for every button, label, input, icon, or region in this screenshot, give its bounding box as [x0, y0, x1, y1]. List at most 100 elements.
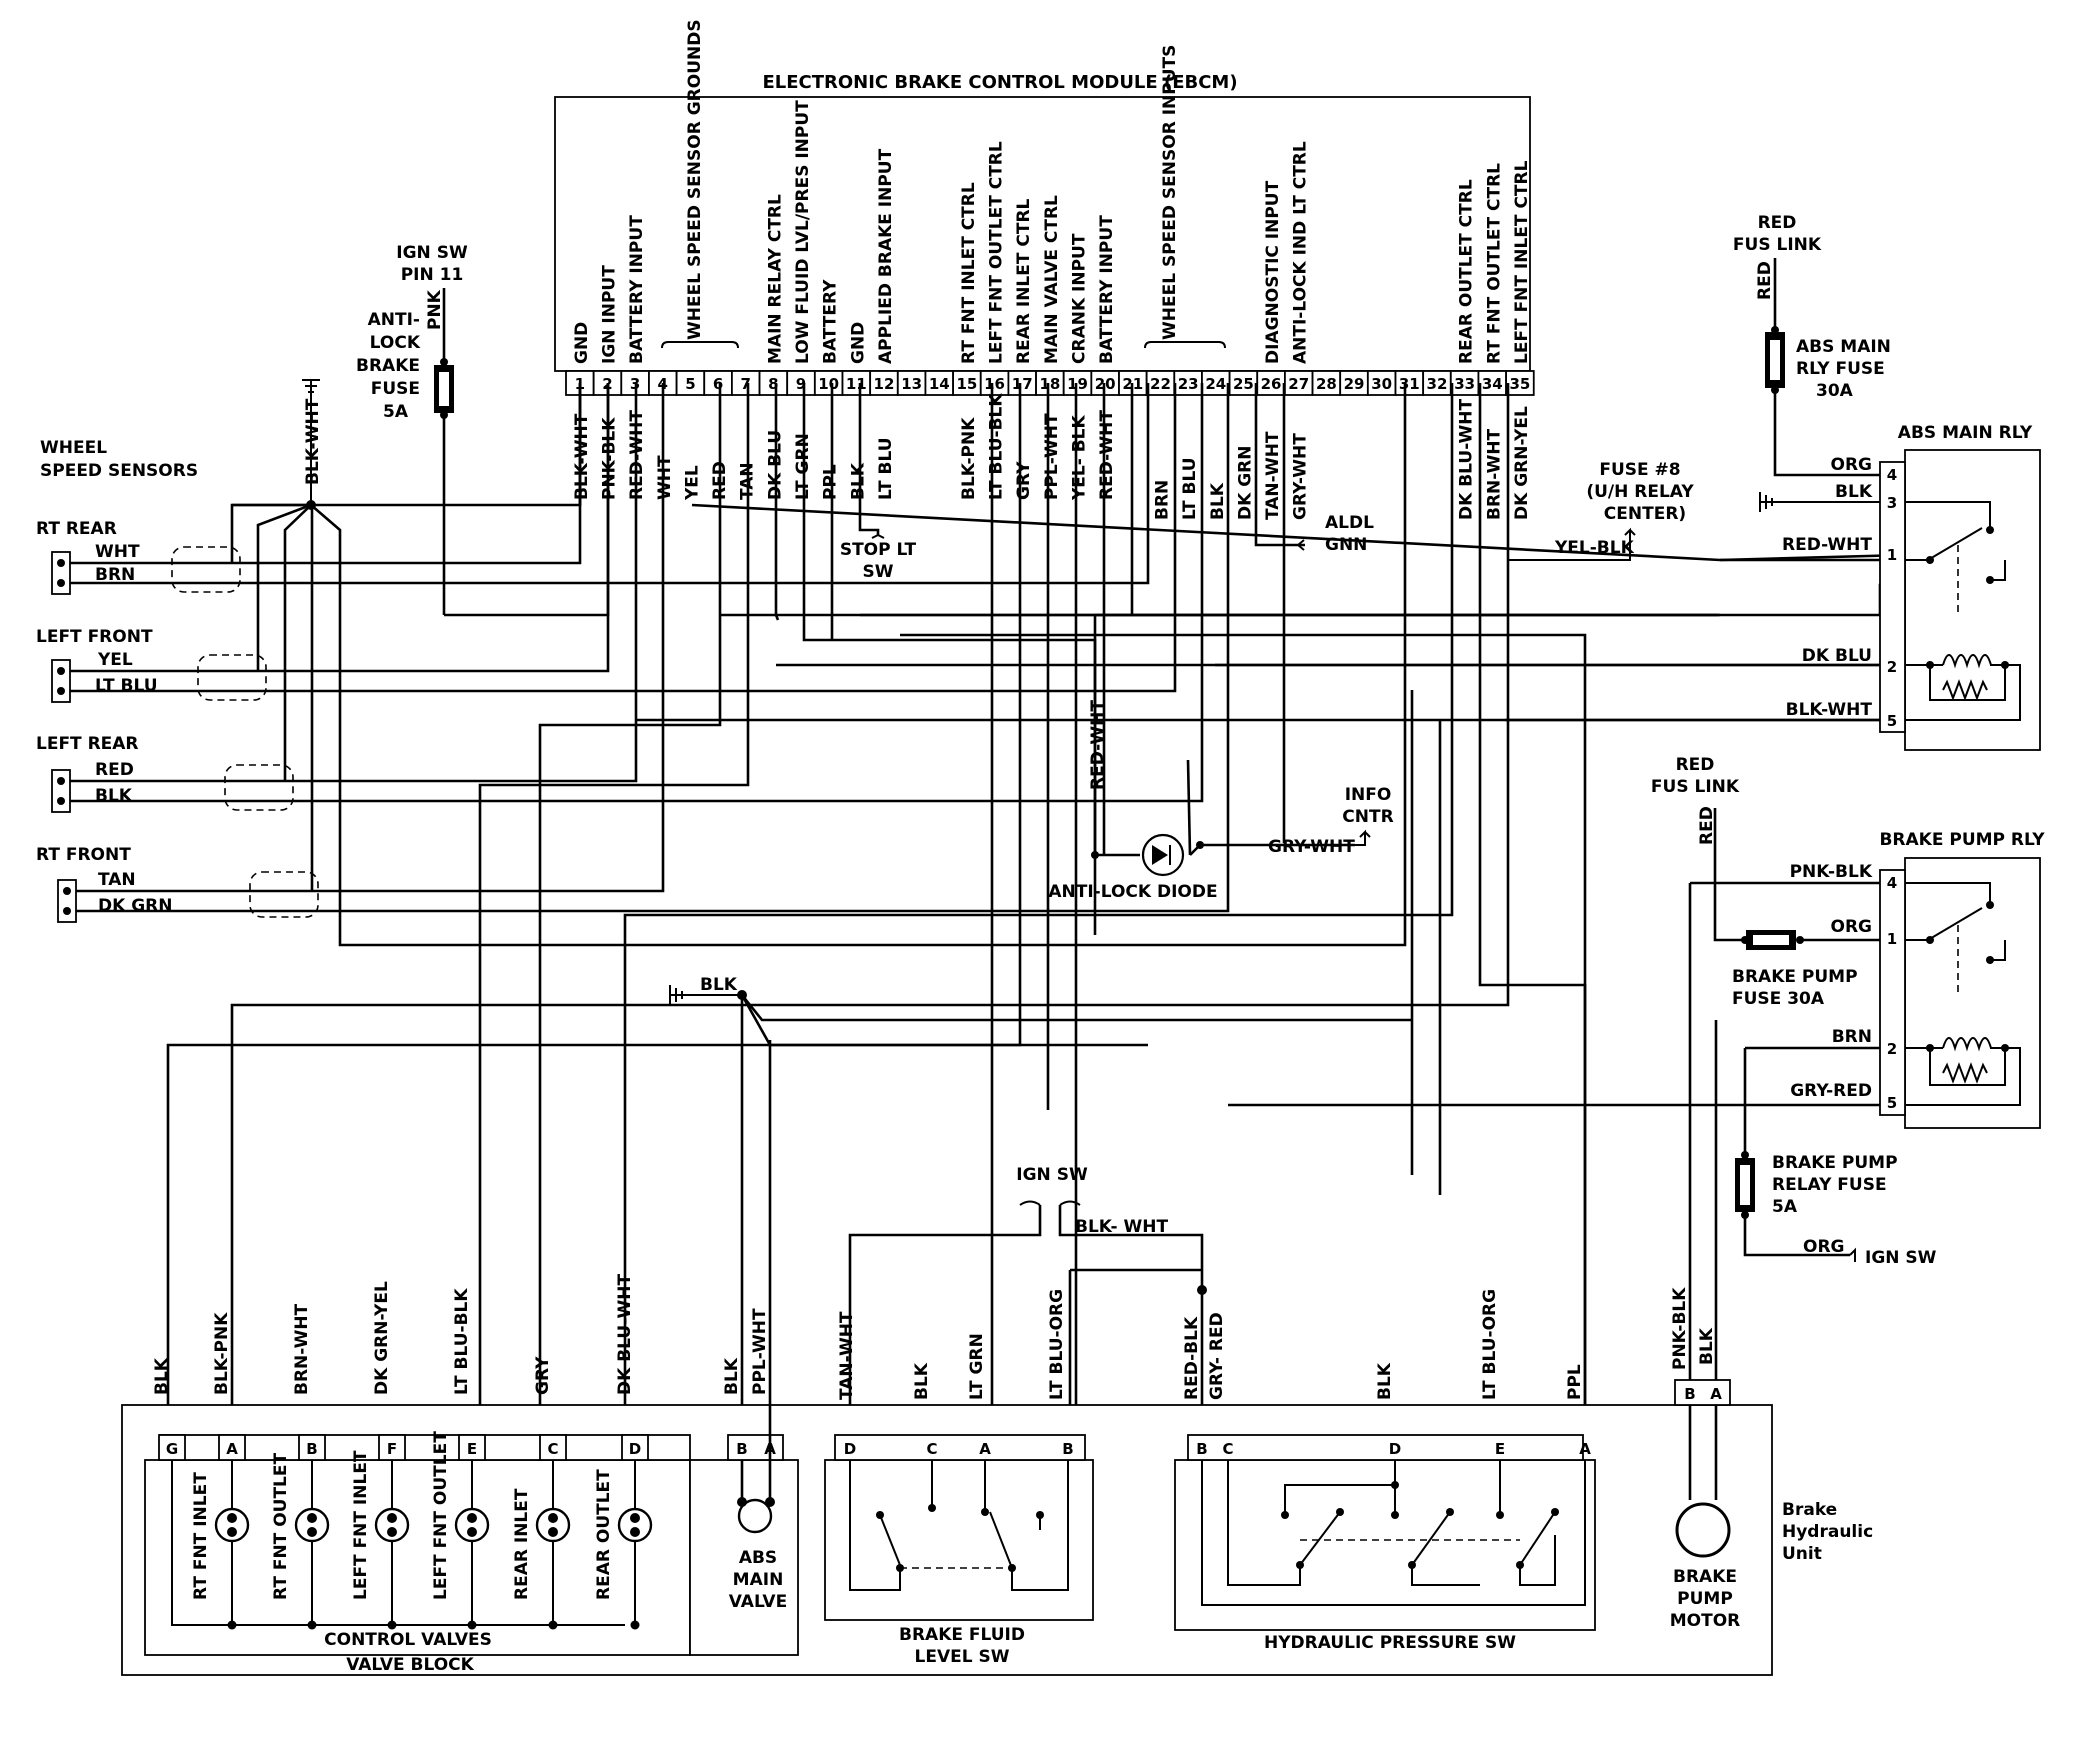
main-relay-wire-4: ORG	[1831, 455, 1873, 475]
middle-ground-icon	[669, 985, 1412, 1415]
abs-main-valve: B A BLK PPL-WHT ABS MAIN VALVE	[689, 1040, 799, 1656]
ebcm-pin-function: REAR INLET CTRL	[1014, 198, 1034, 364]
pump-relay-wire-2: BRN	[1832, 1027, 1872, 1047]
ign-sw-mid-label: IGN SW	[1016, 1165, 1088, 1185]
valve-pin-cell	[621, 1434, 649, 1461]
valve-label: RT FNT OUTLET	[271, 1453, 291, 1600]
main-relay-title: ABS MAIN RLY	[1898, 423, 2033, 443]
pump-motor-l1: BRAKE	[1673, 1567, 1737, 1587]
ebcm-pin-number: 24	[1205, 375, 1226, 393]
pump-motor-wire-a: BLK	[1697, 1327, 1717, 1365]
ebcm-pin-wire: PNK-BLK	[599, 417, 619, 500]
main-relay-wire-1: RED-WHT	[1782, 535, 1872, 555]
sensor-rt-rear-w1: WHT	[95, 542, 140, 562]
pump-motor-l2: PUMP	[1677, 1589, 1733, 1609]
sensor-left-front-w2: LT BLU	[95, 676, 158, 696]
valve-pin-letter: A	[226, 1440, 238, 1458]
ebcm-pin-number: 15	[956, 375, 977, 393]
ebcm-pin-cell	[813, 370, 844, 396]
ebcm-pin-wire: BRN-WHT	[1484, 428, 1504, 520]
main-relay-wire-3: BLK	[1835, 482, 1873, 502]
ebcm-pin-cell	[952, 370, 982, 396]
ebcm-pin-number: 18	[1039, 375, 1060, 393]
hydraulic-unit-l3: Unit	[1782, 1544, 1822, 1564]
ebcm-pin-function: REAR OUTLET CTRL	[1457, 179, 1477, 364]
ebcm-pin-number: 9	[796, 375, 806, 393]
abs-main-fuse-icon	[1765, 326, 1785, 394]
pump-fus-l2: FUS LINK	[1651, 777, 1740, 797]
valve-label: LEFT FNT INLET	[351, 1450, 371, 1600]
main-fus-wire: RED	[1755, 261, 1775, 300]
fuse8-l3: CENTER)	[1604, 504, 1686, 524]
ebcm-pin-cell	[1422, 370, 1452, 396]
ebcm-pin-wire: PPL-WHT	[1042, 413, 1062, 500]
sensor-left-rear: LEFT REAR RED BLK	[36, 734, 139, 813]
ign-sw-label: IGN SW	[396, 243, 468, 263]
fluid-sw-wire-a: LT GRN	[967, 1333, 987, 1400]
main-fus-l2: FUS LINK	[1733, 235, 1822, 255]
wiring	[70, 383, 1906, 1445]
ebcm-pin-number: 11	[846, 375, 867, 393]
svg-text:2: 2	[1887, 1040, 1897, 1058]
ign-fuse-l4: FUSE	[371, 379, 420, 399]
main-relay-wire-5: BLK-WHT	[1786, 700, 1873, 720]
sensor-ground-wire: BLK-WHT	[303, 398, 323, 485]
valve-pin-letter: C	[547, 1440, 558, 1458]
ebcm-pin-number: 33	[1454, 375, 1475, 393]
valve-pin-wire: DK GRN-YEL	[372, 1281, 392, 1395]
valve-pin-wire: BLK-PNK	[212, 1312, 232, 1395]
pump-ign: IGN SW	[1865, 1248, 1937, 1268]
ebcm-pin-function: GND	[572, 322, 592, 364]
middle-ground-wire: BLK	[700, 975, 738, 995]
valve-pin-cell	[158, 1434, 186, 1461]
ebcm-pin-wire: BLK	[848, 462, 868, 500]
pressure-sw-wire-d: BLK	[1375, 1362, 1395, 1400]
pump-motor-wire-b: PNK-BLK	[1670, 1287, 1690, 1370]
ebcm-pin-number: 8	[768, 375, 778, 393]
valve-pin-cell	[378, 1434, 406, 1461]
ebcm-pin-cell	[1477, 370, 1507, 396]
main-valve-l2: MAIN	[733, 1570, 784, 1590]
valve-label: RT FNT INLET	[191, 1472, 211, 1600]
svg-text:C: C	[926, 1440, 937, 1458]
brake-pump-fuse-30a-icon	[1741, 930, 1804, 950]
valve-pin-wire: GRY	[533, 1356, 553, 1395]
ebcm-pin-cell	[1228, 370, 1259, 396]
ebcm-pin-number: 31	[1399, 375, 1420, 393]
fluid-sw-wire-d: TAN-WHT	[837, 1311, 857, 1400]
ebcm-pin-function: LEFT FNT INLET CTRL	[1512, 160, 1532, 364]
ebcm-pin-function: GND	[848, 322, 868, 364]
ebcm-pin-number: 13	[901, 375, 922, 393]
pressure-sw-wire-c: GRY- RED	[1207, 1312, 1227, 1400]
ebcm-pin-number: 30	[1371, 375, 1392, 393]
sensor-shields	[171, 546, 319, 918]
svg-text:3: 3	[1887, 494, 1897, 512]
anti-lock-diode-icon	[1091, 833, 1204, 877]
ebcm-pin-function: IGN INPUT	[599, 265, 619, 364]
ebcm-pin-wire: DK GRN-YEL	[1512, 406, 1532, 520]
brake-pump-relay-fuse-icon	[1735, 1151, 1850, 1257]
sensor-left-rear-w2: BLK	[95, 786, 133, 806]
brake-pump-motor: B A PNK-BLK BLK BRAKE PUMP MOTOR	[1670, 1020, 1740, 1631]
pressure-sw-label: HYDRAULIC PRESSURE SW	[1264, 1633, 1516, 1653]
brake-fluid-level-switch: D C A B TAN-WHT BLK LT GRN LT BLU-ORG BR…	[824, 1289, 1094, 1667]
ebcm-pin-number: 26	[1261, 375, 1282, 393]
valve-pin-wire: BLK	[152, 1357, 172, 1395]
aldl-l1: ALDL	[1325, 513, 1374, 533]
valve-pin-wire: LT BLU-BLK	[452, 1288, 472, 1395]
svg-text:2: 2	[1887, 658, 1897, 676]
valve-block-label: VALVE BLOCK	[346, 1655, 474, 1675]
main-valve-wire-b: BLK	[722, 1357, 742, 1395]
main-valve-pin-b: B	[736, 1440, 747, 1458]
ebcm-pin-cell	[731, 370, 761, 396]
svg-text:1: 1	[1887, 930, 1897, 948]
svg-text:C: C	[1222, 1440, 1233, 1458]
ebcm-pin-function: LEFT FNT OUTLET CTRL	[987, 141, 1007, 364]
ign-sw-mid-wire: BLK- WHT	[1075, 1217, 1168, 1237]
sensors-title-2: SPEED SENSORS	[40, 461, 198, 481]
fluid-sw-l2: LEVEL SW	[915, 1647, 1010, 1667]
sensor-rt-front-w1: TAN	[98, 870, 136, 890]
valve-pin-cell	[458, 1434, 486, 1461]
ebcm-pin-wire: GRY-WHT	[1291, 433, 1311, 520]
sensor-ground: BLK-WHT	[302, 379, 323, 510]
